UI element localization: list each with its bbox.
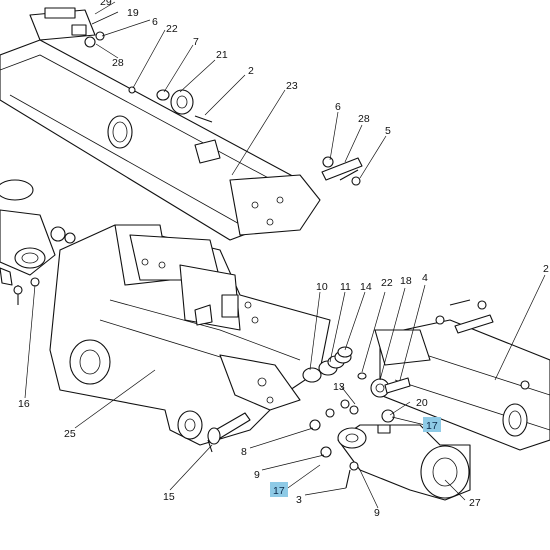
callout-10: 10: [316, 281, 328, 293]
callout-17-right: 17: [426, 420, 438, 432]
callout-22-mid: 22: [381, 277, 393, 289]
callout-23: 23: [286, 80, 298, 92]
left-pivot-bracket: [0, 179, 76, 305]
callout-20: 20: [416, 397, 428, 409]
callout-22-top: 22: [166, 23, 178, 35]
callout-7: 7: [193, 36, 199, 48]
callout-15: 15: [163, 491, 175, 503]
callout-28-left: 28: [112, 57, 124, 69]
highlight-callout-17-left[interactable]: 17: [270, 482, 288, 497]
upper-frame-beam: [0, 7, 321, 241]
callout-17-left: 17: [273, 485, 285, 497]
central-mount-arm: [49, 224, 331, 446]
callout-27: 27: [469, 497, 481, 509]
callout-29: 29: [100, 0, 112, 8]
swing-arm-27: [337, 424, 471, 501]
callout-2-top: 2: [248, 65, 254, 77]
spring-bushing-stack: [302, 346, 411, 458]
callout-6-top: 6: [152, 16, 158, 28]
callout-28-right: 28: [358, 113, 370, 125]
callout-6-right: 6: [335, 101, 341, 113]
callout-16: 16: [18, 398, 30, 410]
callout-9-left: 9: [254, 469, 260, 481]
leader-lines: [24, 1, 546, 509]
callout-4: 4: [422, 272, 428, 284]
callout-18: 18: [400, 275, 412, 287]
highlight-callout-17-right[interactable]: 17: [423, 417, 441, 432]
callout-labels: 29 19 6 22 7 21 2 23 28 6 28 5 10 11 14 …: [18, 0, 549, 519]
callout-3: 3: [296, 494, 302, 506]
callout-25: 25: [64, 428, 76, 440]
right-frame-beam: [374, 299, 550, 451]
pivot-pin-15: [207, 412, 251, 453]
callout-9-bottom: 9: [374, 507, 380, 519]
callout-21: 21: [216, 49, 228, 61]
callout-2-right: 2: [543, 263, 549, 275]
callout-19: 19: [127, 7, 139, 19]
callout-11: 11: [340, 281, 351, 293]
callout-5: 5: [385, 125, 391, 137]
callout-8: 8: [241, 446, 247, 458]
callout-14: 14: [360, 281, 372, 293]
callout-13: 13: [333, 381, 345, 393]
